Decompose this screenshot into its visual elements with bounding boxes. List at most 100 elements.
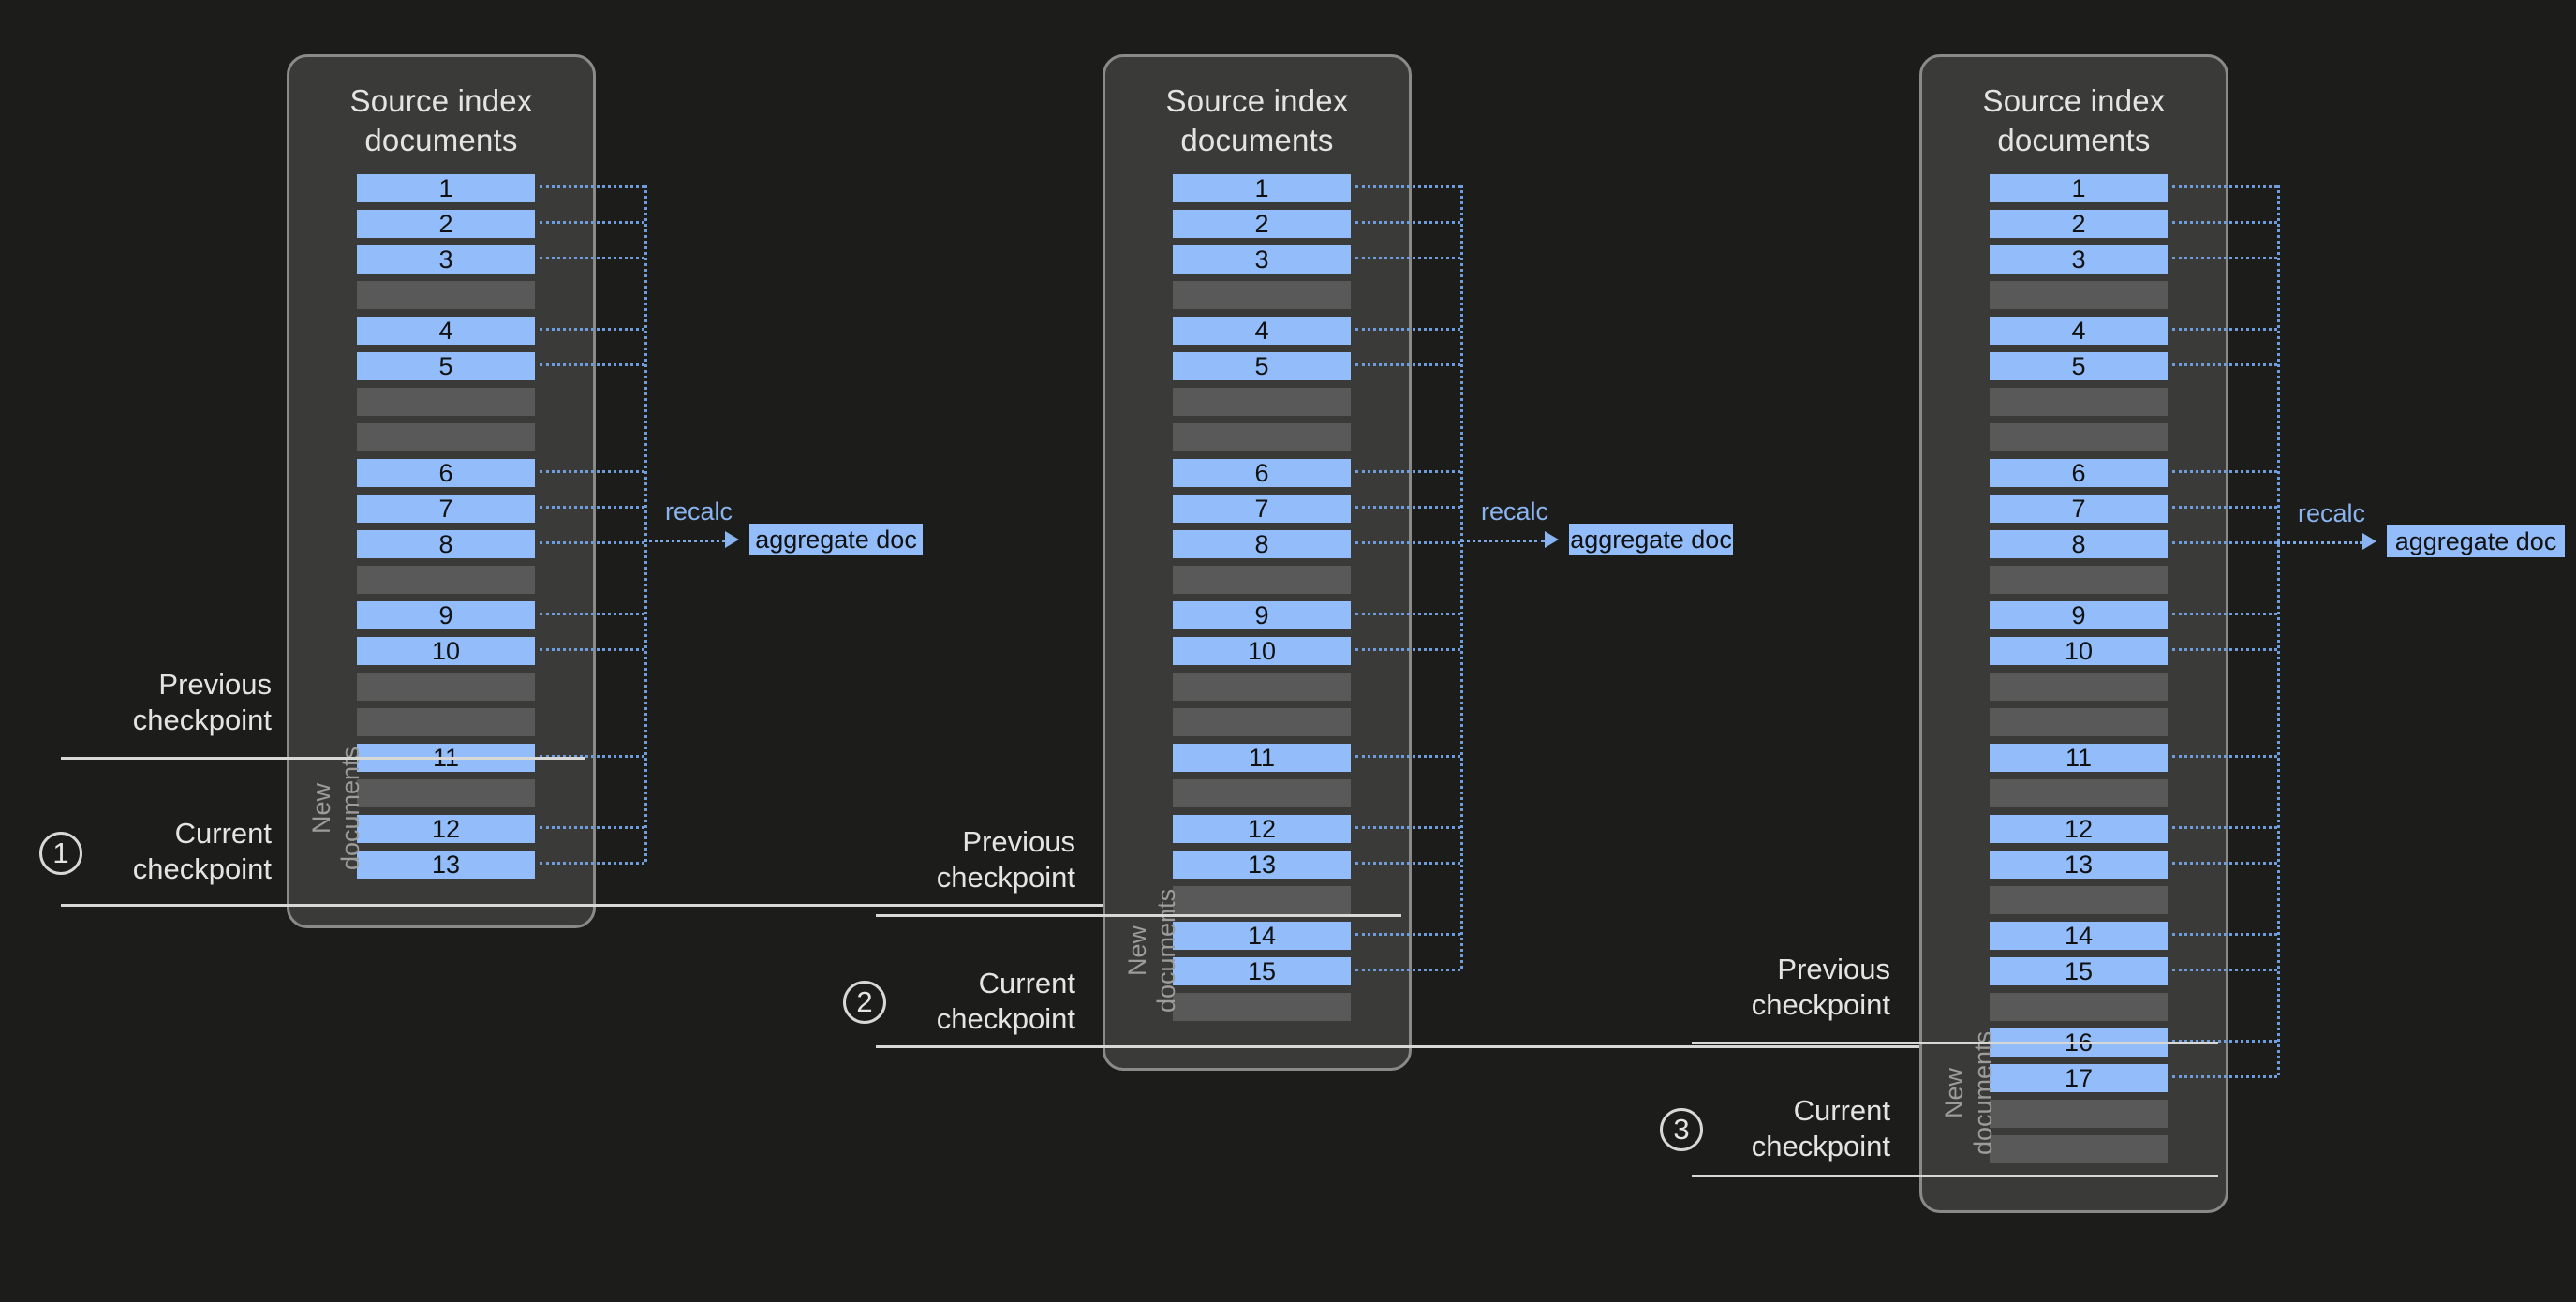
- panel-title-line: documents: [1997, 123, 2151, 157]
- gap-row: [1990, 708, 2168, 736]
- gap-row: [1173, 886, 1351, 914]
- document-id: 3: [438, 244, 453, 274]
- document-id: 8: [2071, 529, 2086, 558]
- document-id: 6: [1254, 458, 1269, 487]
- recalc-label: recalc: [2298, 499, 2366, 527]
- recalc-arrow-line: [644, 540, 725, 542]
- recalc-arrow-head: [2362, 533, 2376, 550]
- gap-row: [357, 708, 535, 736]
- gap-row: [1173, 708, 1351, 736]
- connector-line: [1355, 755, 1460, 758]
- gap-row: [1173, 673, 1351, 701]
- document-row: 1: [357, 174, 535, 202]
- connector-line: [1355, 363, 1460, 366]
- connector-line: [2172, 541, 2277, 544]
- current-checkpoint-line: [1692, 1175, 2218, 1177]
- gap-row: [1173, 993, 1351, 1021]
- connector-line: [1355, 328, 1460, 331]
- document-id: 9: [2071, 600, 2086, 629]
- document-row: 6: [357, 459, 535, 487]
- new-documents-label: New documents: [1123, 888, 1180, 1013]
- document-row: 12: [357, 815, 535, 843]
- gap-row: [1173, 281, 1351, 309]
- connector-line: [540, 363, 644, 366]
- document-id: 7: [2071, 494, 2086, 523]
- gap-row: [1990, 388, 2168, 416]
- document-row: 13: [1990, 851, 2168, 879]
- connector-line: [1355, 613, 1460, 615]
- document-row: 3: [357, 245, 535, 274]
- previous-checkpoint-label: Previous checkpoint: [1751, 953, 1890, 1021]
- document-row: 10: [1990, 637, 2168, 665]
- document-id: 14: [2064, 921, 2094, 950]
- connector-line: [1355, 648, 1460, 651]
- connector-line: [540, 541, 644, 544]
- document-row: 7: [1173, 495, 1351, 523]
- gap-row: [357, 673, 535, 701]
- connector-line: [2172, 221, 2277, 224]
- previous-checkpoint-line: [1692, 1042, 2218, 1044]
- connector-line: [1355, 257, 1460, 259]
- aggregate-doc-box: aggregate doc: [2387, 525, 2565, 557]
- connector-line: [2172, 257, 2277, 259]
- recalc-arrow-line: [1460, 540, 1545, 542]
- document-row: 6: [1990, 459, 2168, 487]
- connector-bus: [2277, 185, 2280, 1075]
- document-id: 3: [1254, 244, 1269, 274]
- document-id: 15: [1247, 956, 1277, 985]
- document-id: 9: [1254, 600, 1269, 629]
- connector-line: [1355, 826, 1460, 829]
- document-id: 12: [431, 814, 461, 843]
- document-id: 9: [438, 600, 453, 629]
- connector-line: [1355, 541, 1460, 544]
- connector-line: [2172, 506, 2277, 509]
- current-checkpoint-line: [876, 1045, 2222, 1048]
- aggregate-doc-box: aggregate doc: [749, 524, 923, 555]
- document-row: 9: [1990, 601, 2168, 629]
- document-row: 4: [1173, 317, 1351, 345]
- connector-line: [1355, 506, 1460, 509]
- gap-row: [1990, 673, 2168, 701]
- connector-line: [2172, 826, 2277, 829]
- recalc-label: recalc: [1481, 497, 1549, 525]
- document-row: 1: [1990, 174, 2168, 202]
- document-row: 13: [1173, 851, 1351, 879]
- document-row: 11: [1173, 744, 1351, 772]
- stage-badge: 1: [39, 832, 82, 875]
- document-row: 15: [1990, 957, 2168, 985]
- gap-row: [1173, 566, 1351, 594]
- document-row: 3: [1990, 245, 2168, 274]
- connector-line: [2172, 328, 2277, 331]
- panel-title-line: Source index: [1982, 83, 2166, 118]
- document-row: 13: [357, 851, 535, 879]
- connector-line: [2172, 755, 2277, 758]
- document-row: 10: [1173, 637, 1351, 665]
- connector-line: [540, 328, 644, 331]
- connector-line: [1355, 470, 1460, 473]
- document-id: 10: [431, 636, 461, 665]
- current-checkpoint-label: Current checkpoint: [1751, 1094, 1890, 1162]
- document-row: 5: [1990, 352, 2168, 380]
- connector-line: [540, 755, 644, 758]
- connector-line: [540, 648, 644, 651]
- previous-checkpoint-label: Previous checkpoint: [132, 668, 272, 736]
- panel-title-line: documents: [1180, 123, 1334, 157]
- document-row: 2: [1173, 210, 1351, 238]
- document-row: 7: [357, 495, 535, 523]
- connector-line: [2172, 613, 2277, 615]
- connector-line: [2172, 648, 2277, 651]
- document-row: 12: [1173, 815, 1351, 843]
- gap-row: [357, 388, 535, 416]
- connector-line: [540, 826, 644, 829]
- document-row: 17: [1990, 1064, 2168, 1092]
- connector-line: [540, 257, 644, 259]
- document-row: 6: [1173, 459, 1351, 487]
- current-checkpoint-label: Current checkpoint: [132, 817, 272, 885]
- panel-title-line: Source index: [349, 83, 533, 118]
- gap-row: [1990, 423, 2168, 451]
- connector-line: [540, 506, 644, 509]
- document-id: 13: [2064, 850, 2094, 879]
- document-id: 4: [2071, 316, 2086, 345]
